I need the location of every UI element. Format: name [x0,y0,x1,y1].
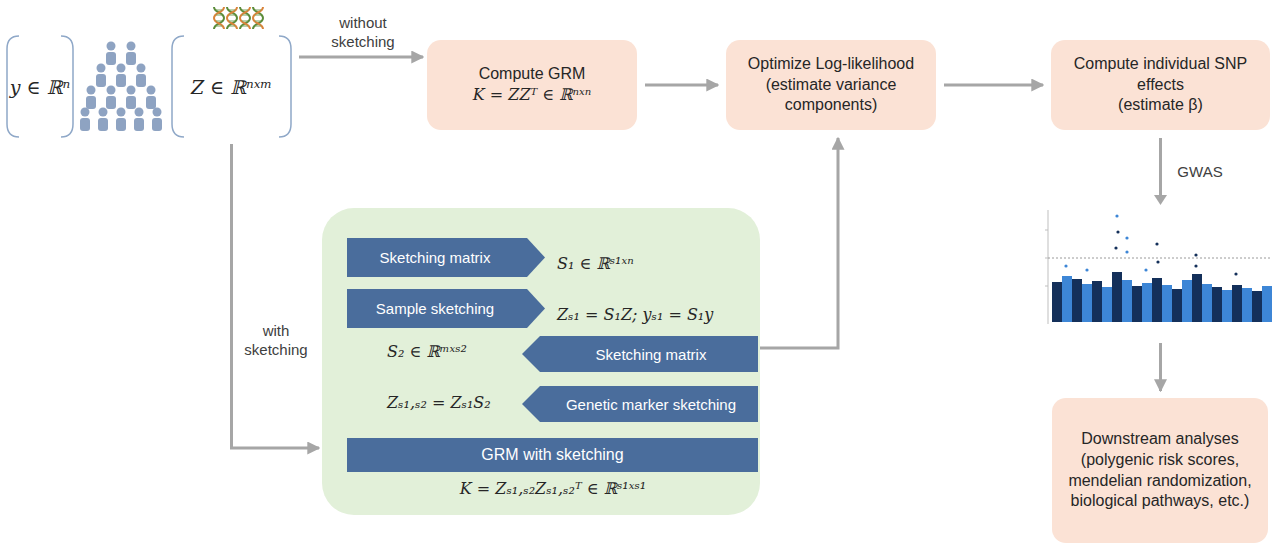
box-label: Compute GRM [479,64,586,85]
flow-arrow [299,56,423,59]
step-arrow: Sketching matrix [347,238,545,277]
box-label: Downstream analyses [1081,429,1238,450]
process-box: Downstream analyses(polygenic risk score… [1052,398,1268,543]
process-box: Compute individual SNP effects(estimate … [1051,40,1270,130]
formula: Zₛ₁ = S₁Z; yₛ₁ = S₁y [557,305,713,324]
box-label: Compute individual SNP effects [1061,54,1260,96]
band-label: GRM with sketching [481,446,623,464]
box-label: (polygenic risk scores, mendelian random… [1062,450,1258,512]
manhattan-plot [1045,210,1272,324]
box-label: Optimize Log-likelihood [748,54,914,75]
flow-arrow [760,138,838,348]
arrow-shape [347,289,545,328]
process-box: Compute GRMK = ZZᵀ ∈ ℝⁿˣⁿ [427,40,637,130]
formula: Z ∈ ℝⁿˣᵐ [191,76,272,98]
box-label: (estimate variance components) [736,75,926,117]
arrow-label: Sketching matrix [380,249,491,266]
flow-arrow [1159,138,1162,391]
flow-arrow [645,84,718,87]
box-label: K = ZZᵀ ∈ ℝⁿˣⁿ [473,85,591,106]
bracket-right [279,36,291,137]
formula: Zₛ₁,ₛ₂ = Zₛ₁S₂ [387,393,491,412]
process-box: Optimize Log-likelihood(estimate varianc… [726,40,936,130]
formula: S₂ ∈ ℝᵐˣˢ² [387,342,467,361]
matrix-bracket: Z ∈ ℝⁿˣᵐ [170,35,293,138]
formula: y ∈ ℝⁿ [10,76,70,98]
box-label: (estimate β) [1118,95,1203,116]
arrow-head [1154,195,1167,205]
edge-label: without sketching [318,14,408,52]
arrow-label: Sample sketching [376,300,494,317]
arrow-shape [347,238,545,277]
step-arrow: Genetic marker sketching [522,386,758,422]
bracket-left [172,36,184,137]
arrow-shape [522,336,758,372]
sketching-panel: Sketching matrixSample sketchingSketchin… [322,208,760,515]
vector-bracket: y ∈ ℝⁿ [5,35,75,138]
arrow-label: Sketching matrix [596,346,707,363]
arrow-shape [522,386,758,422]
dna-icon [214,7,263,29]
people-icon [80,42,162,132]
flow-arrow [944,84,1043,87]
arrow-label: Genetic marker sketching [566,396,736,413]
edge-label: with sketching [238,322,314,360]
flow-arrow [232,144,320,448]
formula: K = Zₛ₁,ₛ₂Zₛ₁,ₛ₂ᵀ ∈ ℝˢ¹ˣˢ¹ [403,479,703,498]
formula: S₁ ∈ ℝˢ¹ˣⁿ [557,254,634,273]
step-arrow: Sketching matrix [522,336,758,372]
step-arrow: Sample sketching [347,289,545,328]
grm-band: GRM with sketching [347,438,758,472]
edge-label: GWAS [1170,163,1230,182]
